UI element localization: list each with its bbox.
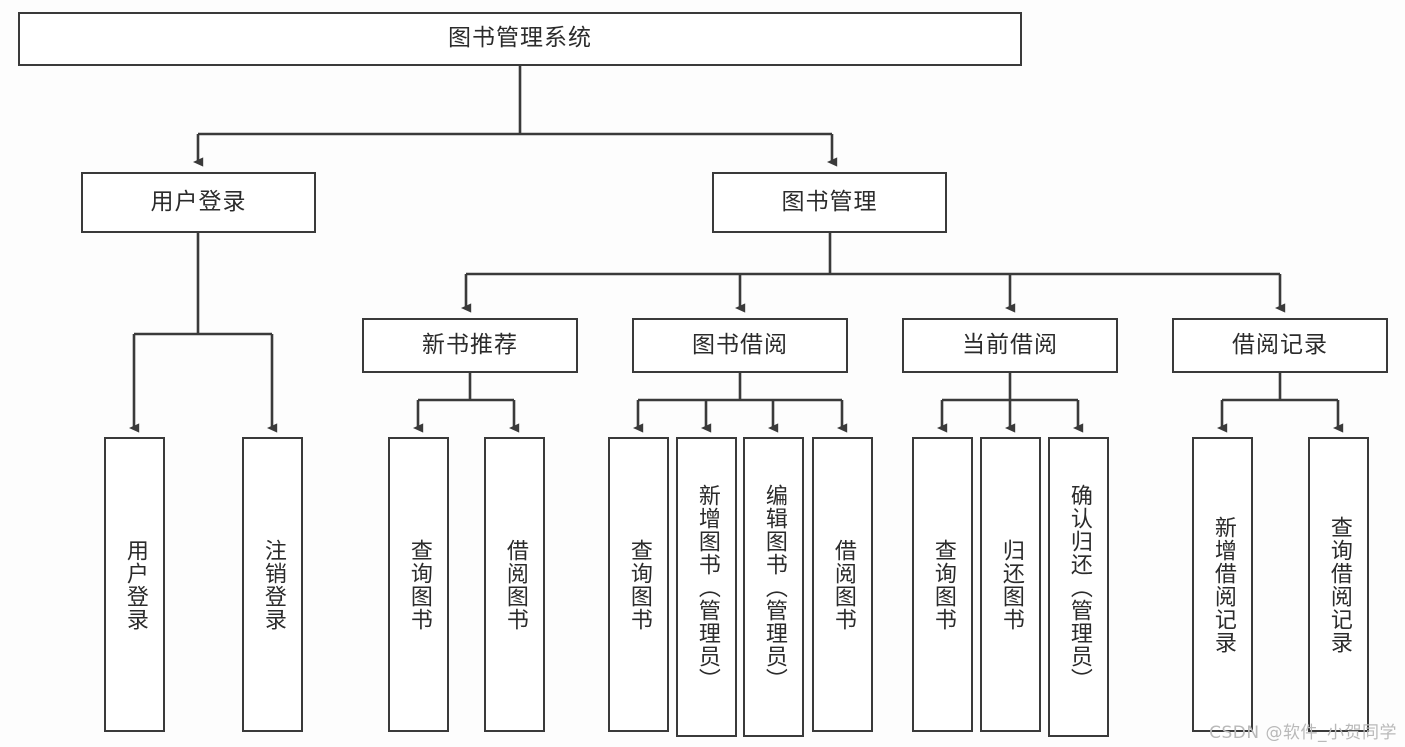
leaf-user-login[interactable]: 用户登录 <box>104 437 165 732</box>
leaf-borrow-edit-book-admin[interactable]: 编辑图书（管理员） <box>743 437 804 737</box>
leaf-current-confirm-return-admin[interactable]: 确认归还（管理员） <box>1048 437 1109 737</box>
node-label: 当前借阅 <box>962 331 1058 358</box>
node-borrow-record[interactable]: 借阅记录 <box>1172 318 1388 373</box>
leaf-borrow-add-book-admin[interactable]: 新增图书（管理员） <box>676 437 737 737</box>
leaf-record-query-record[interactable]: 查询借阅记录 <box>1308 437 1369 732</box>
node-label: 借阅图书 <box>502 538 528 631</box>
node-label: 确认归还（管理员） <box>1066 483 1092 691</box>
leaf-current-query-book[interactable]: 查询图书 <box>912 437 973 732</box>
node-book-management[interactable]: 图书管理 <box>712 172 947 233</box>
node-label: 新增图书（管理员） <box>694 483 720 691</box>
node-label: 借阅图书 <box>830 538 856 631</box>
node-label: 编辑图书（管理员） <box>761 483 787 691</box>
leaf-recommend-borrow-book[interactable]: 借阅图书 <box>484 437 545 732</box>
watermark-text: CSDN @软件_小贺同学 <box>1209 723 1397 743</box>
node-label: 图书管理 <box>781 188 878 215</box>
node-label: 查询借阅记录 <box>1326 515 1352 654</box>
leaf-record-add-record[interactable]: 新增借阅记录 <box>1192 437 1253 732</box>
node-label: 用户登录 <box>150 188 247 215</box>
node-label: 借阅记录 <box>1232 331 1328 358</box>
node-user-login[interactable]: 用户登录 <box>81 172 316 233</box>
leaf-borrow-borrow-book[interactable]: 借阅图书 <box>812 437 873 732</box>
node-label: 新书推荐 <box>422 331 518 358</box>
node-label: 查询图书 <box>626 538 652 631</box>
node-label: 图书管理系统 <box>448 25 592 52</box>
node-root-system[interactable]: 图书管理系统 <box>18 12 1022 66</box>
leaf-user-logout[interactable]: 注销登录 <box>242 437 303 732</box>
node-current-borrow[interactable]: 当前借阅 <box>902 318 1118 373</box>
node-label: 查询图书 <box>930 538 956 631</box>
node-label: 注销登录 <box>260 538 286 631</box>
leaf-current-return-book[interactable]: 归还图书 <box>980 437 1041 732</box>
node-label: 图书借阅 <box>692 331 788 358</box>
node-book-borrow[interactable]: 图书借阅 <box>632 318 848 373</box>
node-new-book-recommend[interactable]: 新书推荐 <box>362 318 578 373</box>
node-label: 查询图书 <box>406 538 432 631</box>
leaf-recommend-query-book[interactable]: 查询图书 <box>388 437 449 732</box>
node-label: 归还图书 <box>998 538 1024 631</box>
leaf-borrow-query-book[interactable]: 查询图书 <box>608 437 669 732</box>
node-label: 新增借阅记录 <box>1210 515 1236 654</box>
node-label: 用户登录 <box>122 538 148 631</box>
